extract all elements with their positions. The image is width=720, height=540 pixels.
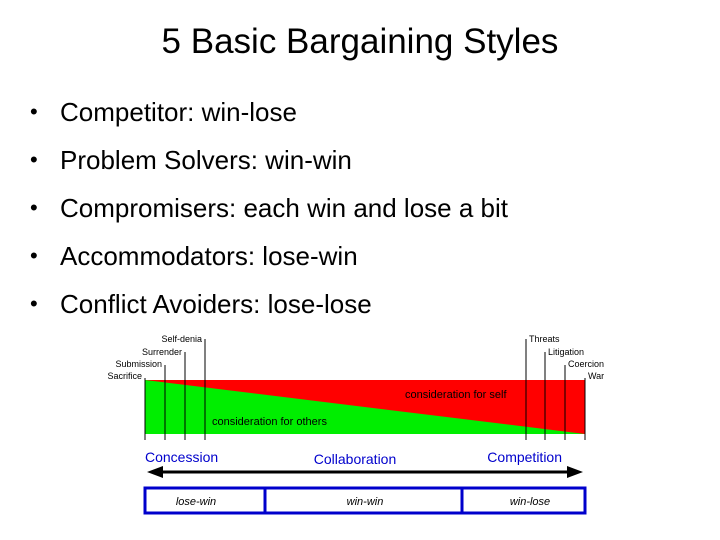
bullet-item: • Competitor: win-lose bbox=[30, 88, 508, 136]
bullet-text: Conflict Avoiders: lose-lose bbox=[60, 289, 372, 319]
bullet-dot-icon: • bbox=[30, 99, 38, 124]
outcome-lose-win: lose-win bbox=[176, 496, 216, 508]
label-consideration-for-others: consideration for others bbox=[212, 416, 327, 428]
mode-collaboration: Collaboration bbox=[314, 451, 397, 467]
left-label-surrender: Surrender bbox=[142, 347, 182, 357]
mode-competition: Competition bbox=[487, 449, 562, 465]
bullet-list: • Competitor: win-lose • Problem Solvers: … bbox=[30, 88, 508, 328]
outcome-box bbox=[143, 486, 587, 515]
arrow-head-left-icon bbox=[147, 466, 163, 478]
mode-concession: Concession bbox=[145, 449, 218, 465]
bullet-text: Compromisers: each win and lose a bit bbox=[60, 193, 508, 223]
bullet-text: Competitor: win-lose bbox=[60, 97, 297, 127]
left-label-self-denial: Self-denia bbox=[161, 334, 202, 344]
right-label-litigation: Litigation bbox=[548, 347, 584, 357]
bullet-dot-icon: • bbox=[30, 147, 38, 172]
bullet-item: • Accommodators: lose-win bbox=[30, 232, 508, 280]
slide-title: 5 Basic Bargaining Styles bbox=[161, 22, 559, 61]
green-wedge bbox=[145, 380, 585, 434]
bullet-text: Problem Solvers: win-win bbox=[60, 145, 352, 175]
bullet-dot-icon: • bbox=[30, 243, 38, 268]
right-label-threats: Threats bbox=[529, 334, 560, 344]
outcome-win-lose: win-lose bbox=[510, 496, 550, 508]
bullet-item: • Conflict Avoiders: lose-lose bbox=[30, 280, 508, 328]
left-label-submission: Submission bbox=[115, 359, 162, 369]
bullet-dot-icon: • bbox=[30, 291, 38, 316]
arrow-head-right-icon bbox=[567, 466, 583, 478]
outcome-win-win: win-win bbox=[347, 496, 384, 508]
right-label-coercion: Coercion bbox=[568, 359, 604, 369]
bullet-dot-icon: • bbox=[30, 195, 38, 220]
bullet-item: • Compromisers: each win and lose a bit bbox=[30, 184, 508, 232]
bullet-item: • Problem Solvers: win-win bbox=[30, 136, 508, 184]
label-consideration-for-self: consideration for self bbox=[405, 389, 507, 401]
left-label-sacrifice: Sacrifice bbox=[107, 371, 142, 381]
right-label-war: War bbox=[588, 371, 604, 381]
bullet-text: Accommodators: lose-win bbox=[60, 241, 358, 271]
